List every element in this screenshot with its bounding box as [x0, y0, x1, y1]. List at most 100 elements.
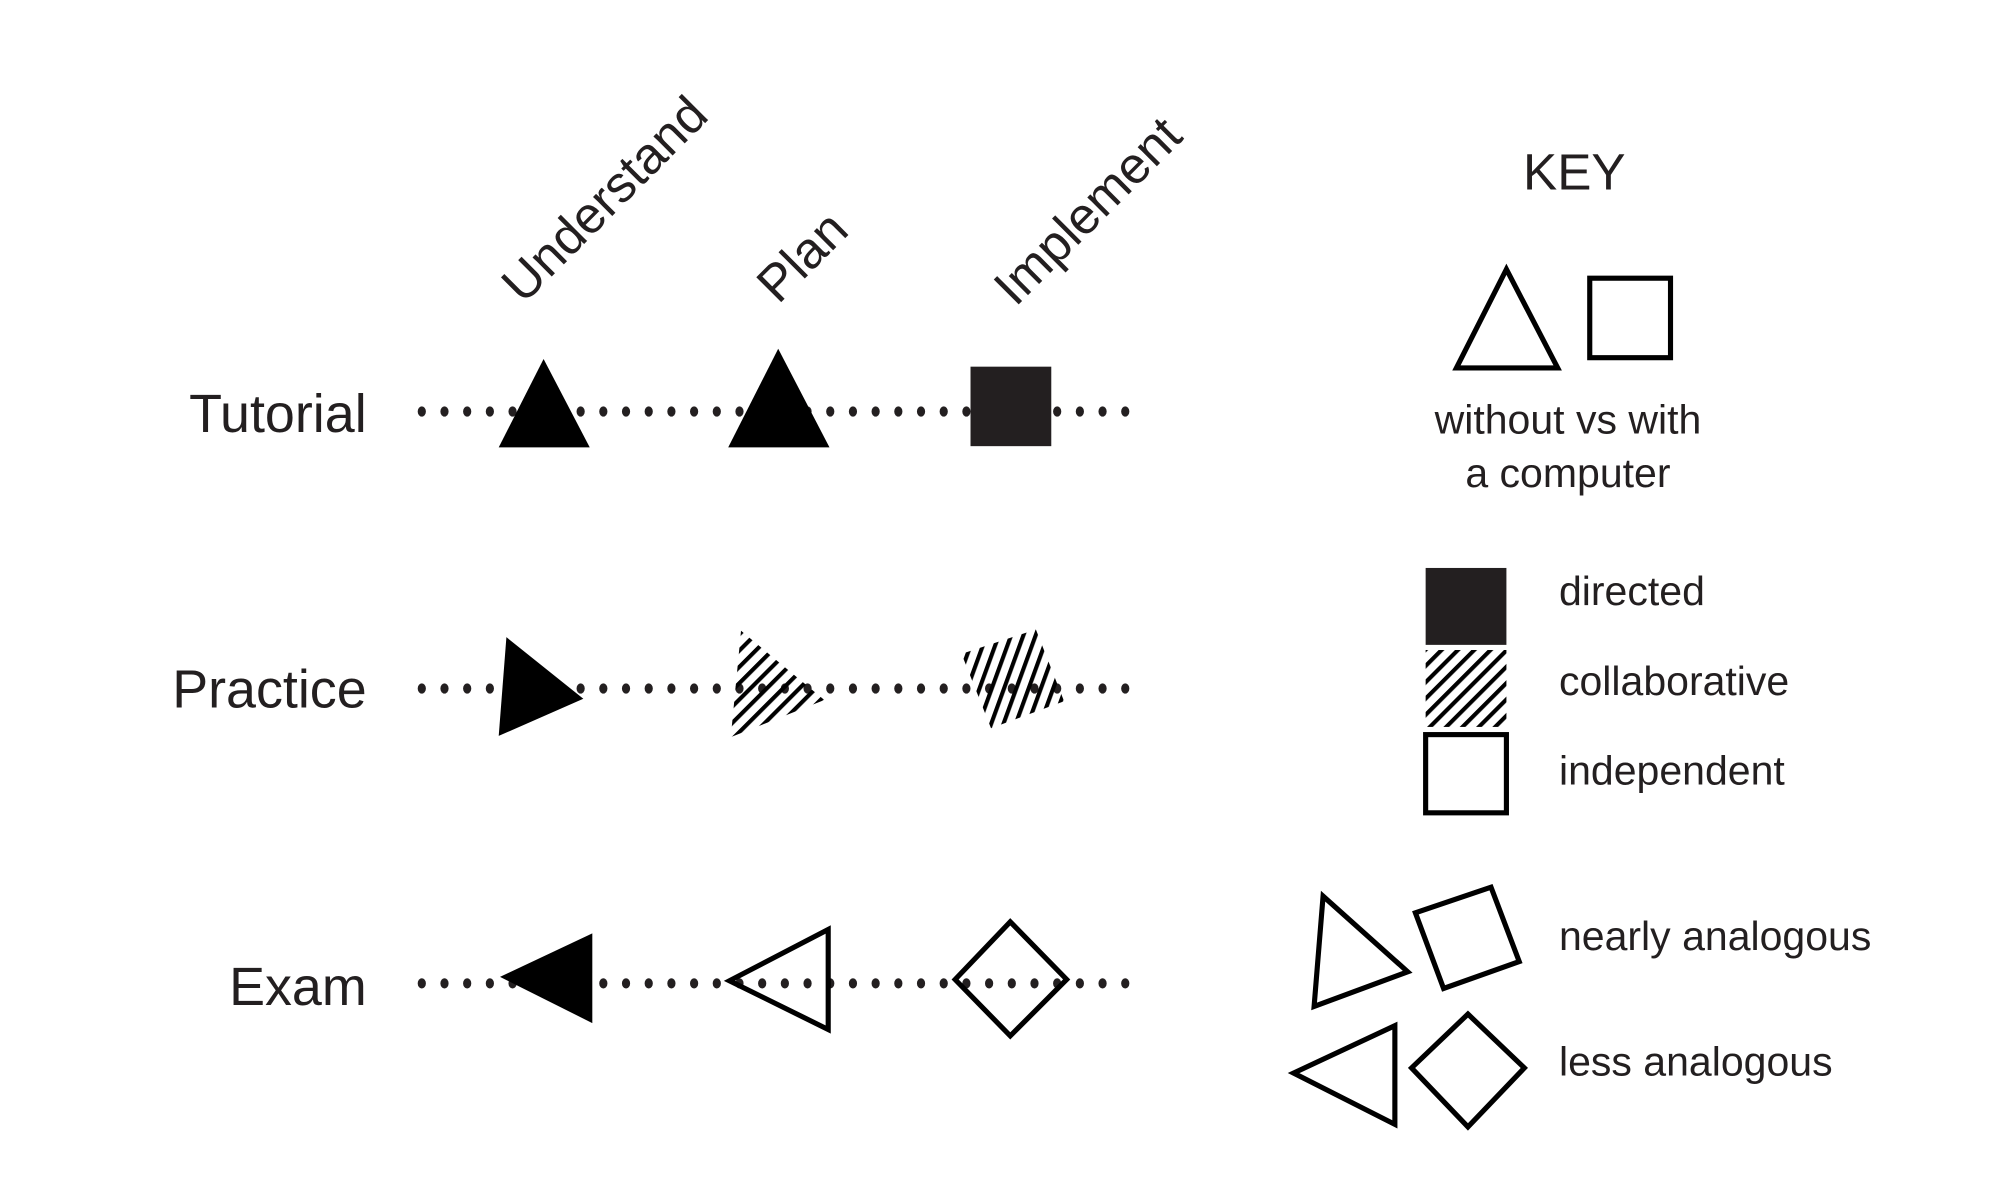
- timeline-dot: [1053, 406, 1062, 417]
- timeline-dot: [644, 978, 653, 989]
- timeline-dot: [599, 683, 608, 694]
- timeline-dot: [848, 978, 858, 989]
- timeline-dot: [485, 683, 494, 694]
- timeline-dot: [508, 406, 517, 417]
- timeline-dot: [599, 978, 608, 989]
- timeline-dot: [667, 683, 676, 694]
- row-exam: [500, 918, 1071, 1040]
- timeline-dot: [758, 978, 767, 989]
- timeline-dot: [1098, 406, 1107, 417]
- timeline-dot: [871, 683, 880, 694]
- timeline-dot: [848, 683, 858, 694]
- timeline-dot: [1121, 683, 1130, 694]
- timeline-dot: [440, 683, 449, 694]
- timeline-dot: [599, 406, 608, 417]
- exam-plan-triangle-independent: [723, 925, 831, 1034]
- practice-implement-square-collaborative: [961, 629, 1065, 729]
- legend-computer-caption-line2: a computer: [1465, 450, 1670, 496]
- timeline-dot: [690, 683, 699, 694]
- timeline-dot: [894, 978, 903, 989]
- timeline-dot: [916, 683, 926, 694]
- legend-nearly-analogous-triangle-icon: [1311, 890, 1413, 1011]
- timeline-dot: [735, 406, 744, 417]
- timeline-dot: [712, 978, 721, 989]
- timeline-dot: [417, 978, 426, 989]
- timeline-dot: [667, 406, 676, 417]
- column-header-implement: Implement: [983, 106, 1193, 316]
- timeline-dot: [916, 406, 926, 417]
- timeline-dot: [621, 406, 631, 417]
- timeline-dot: [1098, 683, 1107, 694]
- timeline-dot: [463, 683, 472, 694]
- legend-less-analogous-diamond-icon: [1407, 1010, 1528, 1131]
- timeline-dot: [916, 978, 926, 989]
- column-header-plan: Plan: [746, 200, 859, 313]
- legend-less-analogous-triangle-icon: [1287, 1021, 1398, 1129]
- legend-independent-swatch: [1423, 732, 1509, 816]
- timeline-dot: [712, 406, 721, 417]
- timeline-dot: [690, 978, 699, 989]
- legend-computer-caption-line1: without vs with: [1434, 396, 1702, 442]
- row-practice: [498, 629, 1065, 738]
- legend-collaborative-label: collaborative: [1559, 658, 1789, 704]
- timeline-dot: [780, 978, 789, 989]
- legend-independent-label: independent: [1559, 748, 1785, 794]
- timeline-dot: [1121, 978, 1130, 989]
- timeline-dot: [871, 978, 880, 989]
- exam-implement-diamond-independent: [951, 918, 1071, 1040]
- tutorial-understand-triangle-directed: [498, 358, 590, 448]
- timeline-dot: [894, 683, 903, 694]
- legend-triangle-without-computer-icon: [1452, 263, 1562, 371]
- tutorial-plan-triangle-directed: [728, 348, 830, 448]
- timeline-dot: [417, 406, 426, 417]
- timeline-dot: [417, 683, 426, 694]
- timeline-dot: [939, 978, 948, 989]
- timeline-dot: [644, 406, 653, 417]
- timeline-dot: [1098, 978, 1107, 989]
- legend-title: KEY: [1523, 144, 1626, 201]
- timeline-dot: [826, 683, 835, 694]
- legend-nearly-analogous-square-icon: [1412, 883, 1523, 992]
- timeline-dot: [576, 406, 585, 417]
- row-label-practice: Practice: [172, 660, 366, 720]
- legend-square-with-computer-icon: [1587, 275, 1674, 361]
- timeline-dot: [1121, 406, 1130, 417]
- column-header-understand: Understand: [491, 85, 719, 313]
- timeline-dot: [712, 683, 721, 694]
- timeline-dot: [894, 406, 903, 417]
- timeline-dot: [463, 406, 472, 417]
- timeline-dot: [1007, 978, 1016, 989]
- timeline-dot: [440, 406, 449, 417]
- timeline-dot: [1075, 978, 1084, 989]
- timeline-dot: [848, 406, 858, 417]
- tutorial-implement-square-directed: [970, 366, 1052, 447]
- timeline-dot: [485, 978, 494, 989]
- legend-nearly-analogous-label: nearly analogous: [1559, 913, 1871, 959]
- timeline-dot: [1030, 978, 1039, 989]
- timeline-dot: [1075, 406, 1084, 417]
- legend-less-analogous-label: less analogous: [1559, 1039, 1833, 1085]
- timeline-dot: [826, 406, 835, 417]
- row-label-tutorial: Tutorial: [189, 384, 366, 444]
- timeline-dot: [621, 683, 631, 694]
- timeline-dot: [803, 978, 812, 989]
- timeline-dot: [939, 406, 948, 417]
- timeline-dot: [962, 406, 971, 417]
- timeline-dot: [576, 683, 585, 694]
- timeline-dot: [621, 978, 631, 989]
- timeline-dot: [667, 978, 676, 989]
- timeline-dot: [871, 406, 880, 417]
- timeline-dot: [644, 683, 653, 694]
- practice-plan-triangle-collaborative: [730, 630, 825, 738]
- timeline-dot: [463, 978, 472, 989]
- row-labels: Tutorial Practice Exam: [172, 384, 366, 1017]
- timeline-dot: [485, 406, 494, 417]
- timeline-dot: [962, 683, 971, 694]
- timeline-dot: [1075, 683, 1084, 694]
- timeline-dot: [690, 406, 699, 417]
- practice-understand-triangle-directed: [498, 637, 584, 736]
- exam-understand-triangle-directed: [500, 933, 593, 1024]
- timeline-dot: [440, 978, 449, 989]
- legend-directed-swatch: [1425, 567, 1507, 645]
